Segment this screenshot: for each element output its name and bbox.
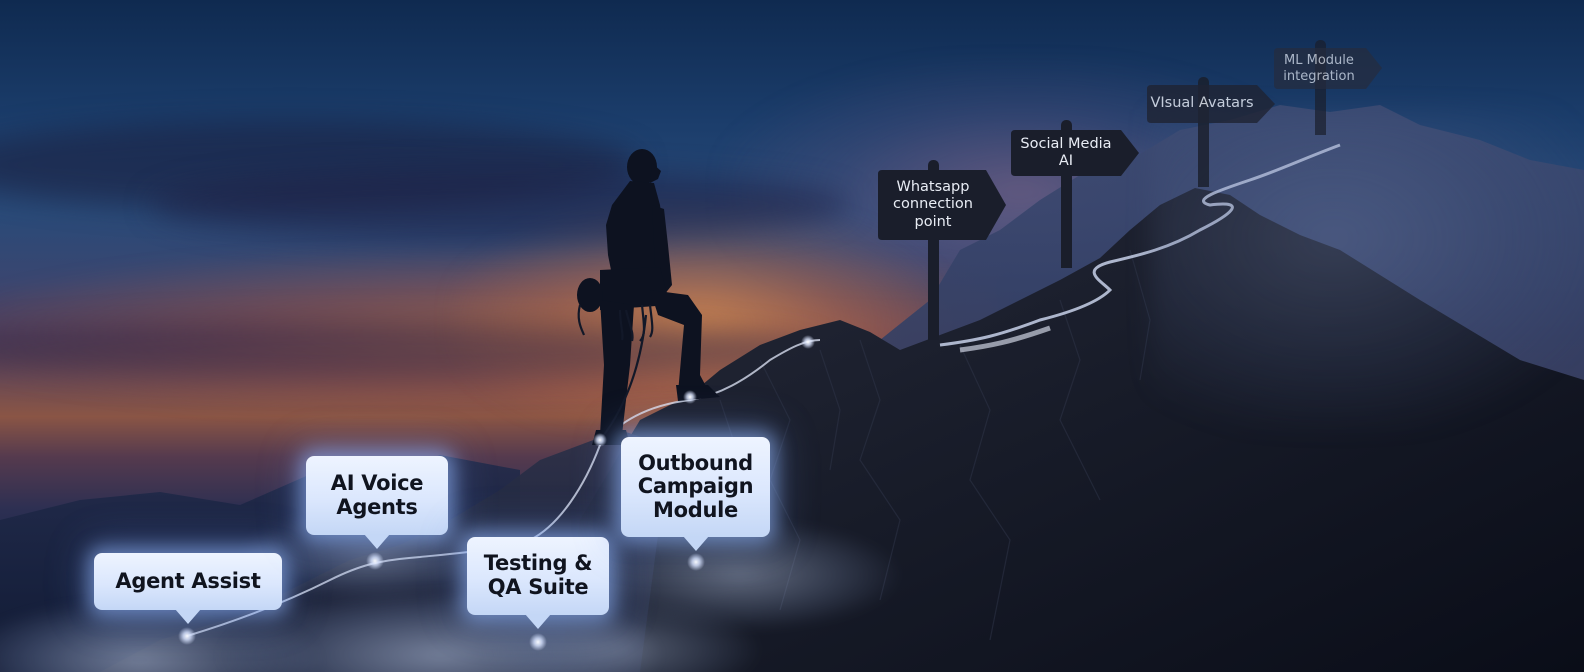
milestone-label: Testing & QA Suite <box>483 551 593 599</box>
signpost-ml-module[interactable]: ML Module integration <box>1274 48 1382 89</box>
mist-cloud <box>580 520 900 630</box>
fog <box>1150 110 1584 430</box>
signpost-pole <box>1198 77 1209 187</box>
milestone-marker <box>178 627 196 645</box>
signpost-label: ML Module integration <box>1283 52 1355 84</box>
milestone-outbound-campaign[interactable]: Outbound Campaign Module <box>621 437 770 537</box>
arrow-sign-shape <box>1147 85 1275 123</box>
signpost-label: Whatsapp connection point <box>893 178 973 230</box>
cloud <box>150 170 850 240</box>
trail-light <box>683 390 697 404</box>
milestone-label: AI Voice Agents <box>330 470 424 519</box>
milestone-ai-voice-agents[interactable]: AI Voice Agents <box>306 456 448 535</box>
signpost-label: VIsual Avatars <box>1150 95 1254 112</box>
trail-light <box>801 335 815 349</box>
milestone-label: Outbound Campaign Module <box>637 450 754 522</box>
signpost-whatsapp[interactable]: Whatsapp connection point <box>878 170 1006 240</box>
milestone-agent-assist[interactable]: Agent Assist <box>94 553 282 610</box>
trail-light <box>593 433 607 447</box>
arrow-sign-shape <box>1274 48 1382 89</box>
signpost-visual-avatars[interactable]: VIsual Avatars <box>1147 85 1275 123</box>
milestone-marker <box>529 633 547 651</box>
milestone-testing-qa-suite[interactable]: Testing & QA Suite <box>467 537 609 615</box>
milestone-marker <box>366 552 384 570</box>
climber-silhouette <box>577 149 720 445</box>
milestone-marker <box>687 553 705 571</box>
milestone-label: Agent Assist <box>115 568 261 593</box>
signpost-pole <box>928 160 939 340</box>
arrow-sign-shape <box>878 170 1006 240</box>
signpost-social-media-ai[interactable]: Social Media AI <box>1011 130 1139 176</box>
signpost-pole <box>1061 120 1072 268</box>
arrow-sign-shape <box>1011 130 1139 176</box>
signpost-label: Social Media AI <box>1020 135 1112 169</box>
